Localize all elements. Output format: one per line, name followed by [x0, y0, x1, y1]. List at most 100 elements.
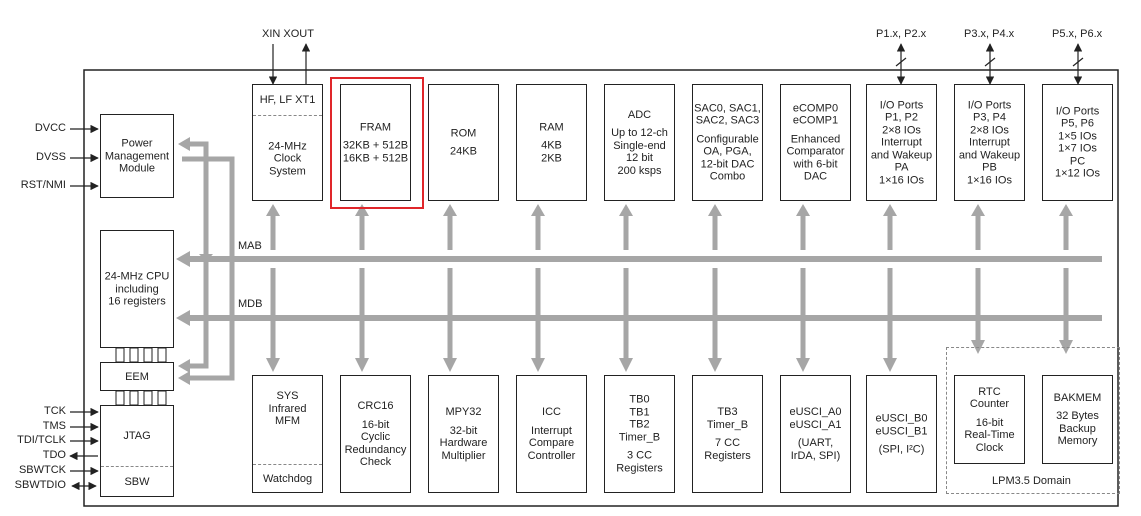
block-text-line: Clock [273, 152, 302, 165]
mab-label: MAB [236, 240, 264, 252]
block-text-line: SYS [276, 390, 299, 402]
block-text-line: Memory [1057, 435, 1098, 447]
block-text-line: 1×16 IOs [967, 173, 1012, 186]
tdo-label: TDO [42, 449, 66, 461]
block-text-line: OA, PGA, [703, 145, 752, 158]
block-text-line: SAC2, SAC3 [695, 114, 760, 127]
bus-lines [176, 251, 1102, 326]
fram-highlight [330, 77, 424, 209]
tdi-label: TDI/TCLK [17, 434, 66, 446]
block-text-line: Controller [527, 449, 576, 462]
block-text-line: including [115, 282, 159, 295]
block-text-line: eCOMP1 [792, 114, 839, 127]
block-text-line: Interrupt [969, 136, 1010, 149]
block-text-line: Clock [975, 441, 1004, 454]
block-text-line: 32 Bytes [1056, 410, 1099, 422]
block-text-line: I/O Ports [879, 98, 924, 111]
block-text-line: 12 bit [626, 151, 653, 164]
lpm35-domain-box [946, 347, 1120, 494]
block-text-line: Registers [704, 449, 751, 462]
block-text-line: 1×12 IOs [1055, 167, 1100, 180]
block-text-line: Hardware [439, 437, 488, 449]
bottom-row-bus-arrows [270, 268, 1069, 366]
mdb-bus [184, 315, 1102, 321]
lpm35-domain-label: LPM3.5 Domain [992, 475, 1071, 487]
xin-xout-label: XIN XOUT [262, 28, 314, 40]
block-text-line: (UART, [797, 437, 834, 449]
block-text-line: 4KB [541, 139, 562, 152]
block-text-line: Configurable [696, 133, 759, 145]
block-text-line: Timer_B [706, 418, 749, 431]
block-text-line: Interrupt [881, 136, 922, 149]
block-text-line: TB1 [629, 406, 650, 418]
block-text-line: DAC [803, 170, 828, 183]
block-text-line: Backup [1059, 422, 1096, 435]
block-text-line: System [269, 164, 306, 177]
block-text-line: RAM [539, 120, 564, 133]
mab-bus [184, 256, 1102, 262]
block-text-line: 1×16 IOs [879, 173, 924, 186]
top-pin-arrows [268, 43, 1084, 85]
block-text-line: BAKMEM [1053, 391, 1102, 404]
jtag-text: JTAG [123, 429, 151, 442]
p5p6-label: P5.x, P6.x [1052, 28, 1103, 40]
block-text-line: Registers [616, 462, 663, 474]
p3p4-label: P3.x, P4.x [964, 28, 1015, 40]
block-text-line: and Wakeup [958, 148, 1021, 161]
sbw-text: SBW [124, 475, 150, 488]
block-text-line: 16-bit [361, 418, 390, 431]
block-text-line: TB2 [629, 418, 650, 431]
block-text-line: RTC [978, 385, 1001, 398]
block-text-line: MPY32 [445, 406, 482, 418]
block-text-line: IrDA, SPI) [790, 449, 841, 462]
block-text-line: Real-Time [964, 428, 1015, 441]
block-text-line: 2KB [541, 151, 562, 164]
block-text-line: PC [1069, 155, 1086, 167]
block-text-line: 32KB + 512B [342, 139, 409, 152]
block-text-line: Comparator [786, 145, 845, 158]
block-text-line: SAC0, SAC1, [694, 102, 761, 114]
jtag-block: JTAG SBW [100, 405, 174, 497]
block-text-line: Management [104, 149, 170, 162]
watchdog-text: Watchdog [262, 472, 313, 485]
block-text-line: Compare [528, 437, 575, 449]
block-text-line: eUSCI_B0 [875, 412, 928, 425]
block-text-line: eUSCI_A1 [789, 418, 842, 431]
block-text-line: 7 CC [714, 437, 741, 449]
block-text-line: TB3 [717, 406, 738, 418]
block-text-line: Up to 12-ch [611, 126, 668, 139]
block-text-line: 24KB [450, 145, 477, 158]
block-text-line: P3, P4 [972, 111, 1007, 124]
sbwtdio-label: SBWTDIO [14, 479, 66, 491]
block-text-line: PB [982, 161, 997, 174]
block-text-line: Interrupt [531, 424, 572, 437]
block-text-line: I/O Ports [1055, 105, 1100, 117]
block-text-line: TB0 [629, 393, 650, 406]
block-text-line: Combo [709, 170, 746, 183]
block-text-line: Counter [969, 397, 1010, 410]
left-pin-arrows [69, 124, 99, 491]
block-text-line: 16-bit [975, 416, 1004, 429]
sbwtck-label: SBWTCK [18, 464, 66, 476]
